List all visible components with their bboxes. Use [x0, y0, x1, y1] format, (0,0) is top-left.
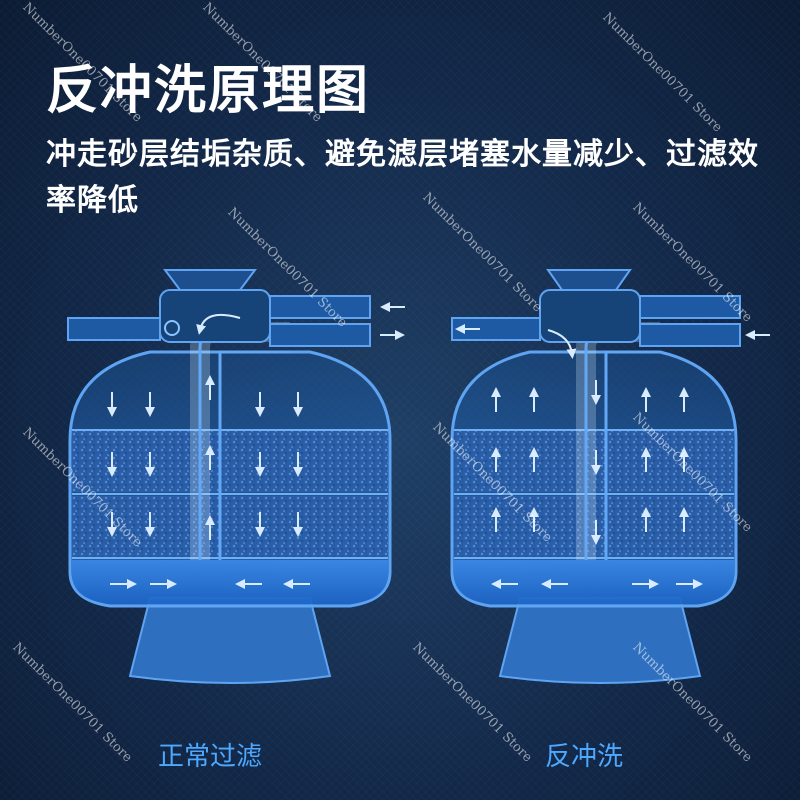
page-subtitle: 冲走砂层结垢杂质、避免滤层堵塞水量减少、过滤效率降低 — [46, 137, 759, 218]
inlet-pipe — [269, 295, 371, 319]
waste-pipe — [451, 317, 541, 341]
valve-handle — [163, 269, 257, 291]
outlet-pipe — [269, 323, 371, 347]
waste-pipe — [67, 317, 161, 341]
normal-filter-tank — [67, 269, 405, 684]
page-title: 反冲洗原理图 — [46, 61, 371, 121]
bottom-water — [72, 560, 388, 604]
tank-base — [128, 597, 332, 684]
valve-handle — [546, 269, 632, 291]
flow-arrows — [455, 324, 770, 589]
caption-normal-filtration: 正常过滤 — [158, 742, 263, 772]
bottom-water — [454, 560, 734, 604]
tank-base — [498, 597, 702, 684]
caption-backwash: 反冲洗 — [545, 742, 624, 772]
sand-layer-bottom — [72, 496, 388, 558]
sand-layer-top — [72, 430, 388, 492]
multiport-valve — [539, 289, 641, 343]
sand-layer-bottom — [454, 496, 734, 558]
outlet-pipe — [639, 323, 741, 347]
inlet-pipe — [639, 295, 741, 319]
flow-arrows — [107, 302, 405, 589]
backwash-tank — [450, 269, 770, 684]
sand-layer-top — [454, 430, 734, 492]
